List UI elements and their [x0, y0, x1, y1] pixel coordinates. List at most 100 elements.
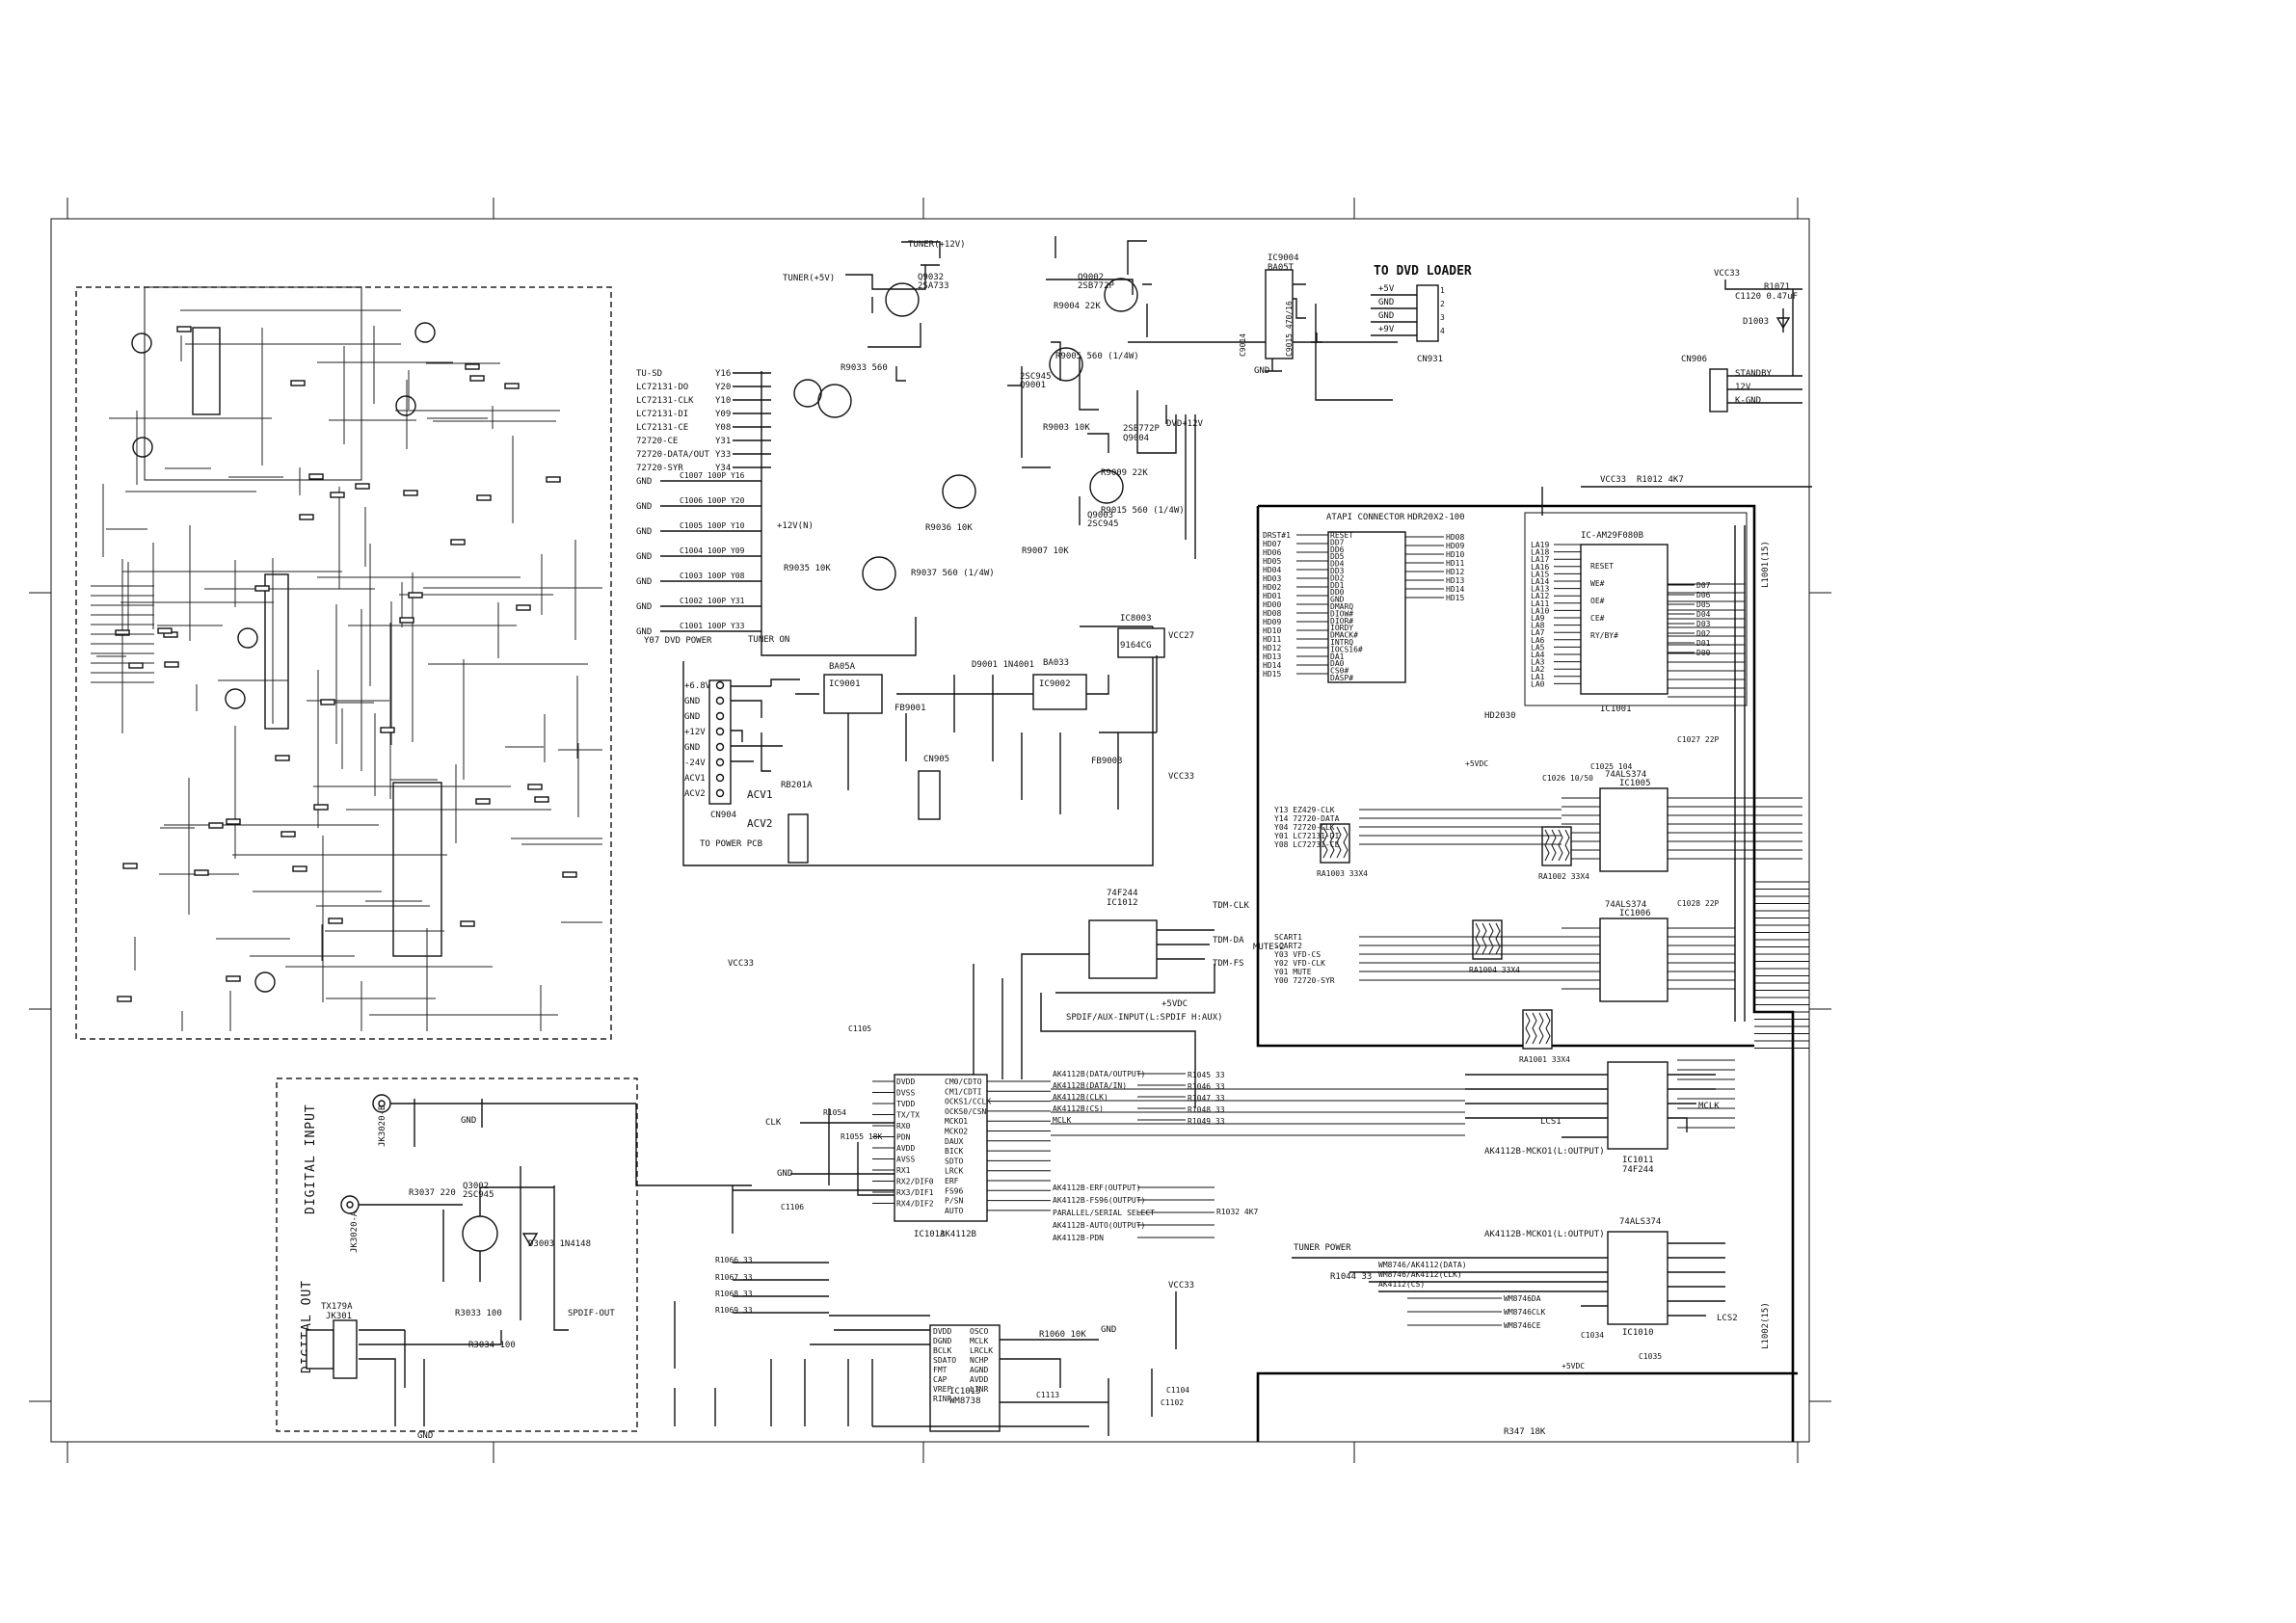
rb201a-label: RB201A	[781, 781, 813, 790]
atapi-left-pin-14: HD13	[1263, 652, 1281, 661]
loader-cap-1: C9015 470/16	[1285, 301, 1294, 357]
module-component	[290, 380, 306, 386]
flash-data-pin-0: D07	[1696, 581, 1711, 590]
module-component	[328, 918, 343, 924]
atapi-signal-12: DIOR#	[1330, 617, 1353, 625]
module-component	[355, 483, 370, 490]
power-pin-dot	[715, 711, 725, 721]
transistor-q9002-symbol	[1104, 278, 1138, 312]
ak-right-pin-0: CM0/CDTO	[945, 1078, 982, 1086]
wm8738-pins: DVDDDGNDBCLKSDATOFMTCAPVREFRINROSCOMCLKL…	[933, 1327, 993, 1403]
tuner-cap-gnd-4: GND	[636, 577, 652, 587]
ak-right-pin-13: AUTO	[945, 1207, 963, 1215]
flash-ctrl-pin-3: CE#	[1590, 614, 1605, 623]
ak-series-resistor-17: R1046 33	[1188, 1082, 1225, 1091]
loader-pin-num: 2	[1440, 300, 1445, 308]
side-net-4: Y01 MUTE	[1274, 968, 1312, 976]
receiver-ic1013	[894, 1074, 988, 1222]
module-component	[460, 920, 475, 927]
cap-c1113: C1113	[1036, 1391, 1059, 1399]
wm8746-net-1: WM8746/AK4112(CLK)	[1378, 1270, 1462, 1279]
tuner-side-net-4: Y08 LC72731-CE	[1274, 840, 1340, 849]
atapi-signal-13: IORDY	[1330, 624, 1353, 632]
gnd-label: GND	[1254, 366, 1269, 376]
tuner-signal-label-6: 72720-DATA/OUT	[636, 450, 709, 460]
module-component	[450, 539, 466, 545]
power-pcb-label: TO POWER PCB	[700, 839, 762, 849]
atapi-left-pin-13: HD12	[1263, 644, 1281, 652]
atapi-signal-18: DA0	[1330, 659, 1345, 668]
wm8746-net-labels: WM8746/AK4112(DATA)WM8746/AK4112(CLK)AK4…	[1378, 1261, 1662, 1370]
standby-pin: STANDBY	[1735, 369, 1773, 379]
wm-left-pin-4: FMT	[933, 1366, 948, 1374]
module-main-ic	[264, 573, 289, 730]
module-transistor	[254, 971, 276, 993]
atapi-signal-6: DD2	[1330, 573, 1345, 582]
tuner-pin-label-4: Y08	[715, 423, 731, 433]
diode-d1003-symbol	[1775, 317, 1791, 330]
latch-part-0: 74ALS374	[1605, 770, 1646, 780]
resistor-array-zigzag	[1482, 922, 1487, 955]
jack-jk3020a	[340, 1195, 360, 1214]
ak-net-4: MCLK	[1053, 1116, 1071, 1125]
flash-addr-pin-8: LA11	[1531, 599, 1549, 608]
transistor-q9003-symbol	[1089, 469, 1124, 504]
ak-part: AK4112B	[940, 1230, 976, 1239]
power-pin-3: +12V	[684, 728, 706, 737]
tuner-signal-label-5: 72720-CE	[636, 437, 678, 446]
tuner-side-net-3: Y01 LC72131-DI	[1274, 832, 1340, 840]
module-component	[128, 662, 144, 669]
vcc33-label-wm: VCC33	[1168, 1281, 1194, 1290]
d9001-label: D9001 1N4001	[972, 660, 1034, 670]
flash-data-pin-1: D06	[1696, 591, 1711, 599]
flash-addr-pin-9: LA10	[1531, 606, 1549, 615]
power-pin-dot	[715, 680, 725, 690]
atapi-signal-14: DMACK#	[1330, 631, 1358, 640]
atapi-left-pin-8: HD00	[1263, 600, 1281, 609]
ak-left-pin-4: RX0	[896, 1122, 911, 1131]
wm-right-pin-2: LRCLK	[970, 1346, 993, 1355]
loader-pin-4: +9V	[1378, 325, 1395, 334]
optical-transmitter-body	[333, 1319, 358, 1379]
bottom-ref: R347 18K	[1504, 1427, 1546, 1437]
ak-net-8: AK4112B-AUTO(OUTPUT)	[1053, 1221, 1145, 1230]
atapi-left-pin-4: HD04	[1263, 566, 1281, 574]
tuner-cap-label-4: C1003 100P Y08	[680, 572, 745, 580]
jk3020a-label: JK3020-A	[350, 1211, 360, 1253]
module-component	[226, 818, 241, 825]
ak-left-pin-0: DVDD	[896, 1078, 915, 1086]
ak-series-resistor-18: R1047 33	[1188, 1094, 1225, 1103]
side-net-3: Y02 VFD-CLK	[1274, 959, 1325, 968]
ak-left-pin-9: RX2/DIF0	[896, 1178, 934, 1186]
atapi-signal-4: DD4	[1330, 560, 1345, 569]
tuner-signal-label-3: LC72131-DI	[636, 410, 688, 419]
module-component	[280, 831, 296, 838]
transistor-q3002-symbol	[462, 1215, 498, 1252]
resistor-array-zigzag	[1322, 826, 1328, 859]
atapi-signal-3: DD5	[1330, 552, 1345, 561]
power-pin-dot	[715, 773, 725, 783]
c1034-label: C1034	[1581, 1331, 1604, 1340]
power-pin-dot	[715, 788, 725, 798]
dvd-power-label: Y07 DVD POWER	[644, 636, 712, 646]
standby-12v-pin: 12V	[1735, 383, 1751, 392]
mute-2-label: MUTE-2	[1253, 943, 1285, 952]
ak-net-2: AK4112B(CLK)	[1053, 1093, 1108, 1102]
tuner-cap-label-2: C1005 100P Y10	[680, 521, 745, 530]
module-transistor	[132, 437, 153, 458]
wm8746-net-3: WM8746DA	[1504, 1294, 1541, 1303]
digital-io-module: DIGITAL INPUT DIGITAL OUT Q3002 2SC945 J…	[300, 1094, 752, 1441]
atapi-signal-19: CS0#	[1330, 667, 1348, 676]
atapi-right-pin-3: HD11	[1446, 559, 1464, 568]
ak-mcko1-label: AK4112B-MCKO1(L:OUTPUT)	[1484, 1147, 1605, 1157]
ak-bus-wire	[1051, 1088, 1465, 1136]
resistor-array-zigzag	[1544, 829, 1550, 862]
loader-pin-num: 4	[1440, 327, 1445, 335]
tuner-cap-label-6: C1001 100P Y33	[680, 622, 745, 630]
r1060-label: R1060 10K	[1039, 1330, 1086, 1340]
module-component	[115, 629, 130, 636]
ak-series-resistor-16: R1045 33	[1188, 1071, 1225, 1079]
ak-right-pin-12: P/SN	[945, 1197, 963, 1206]
